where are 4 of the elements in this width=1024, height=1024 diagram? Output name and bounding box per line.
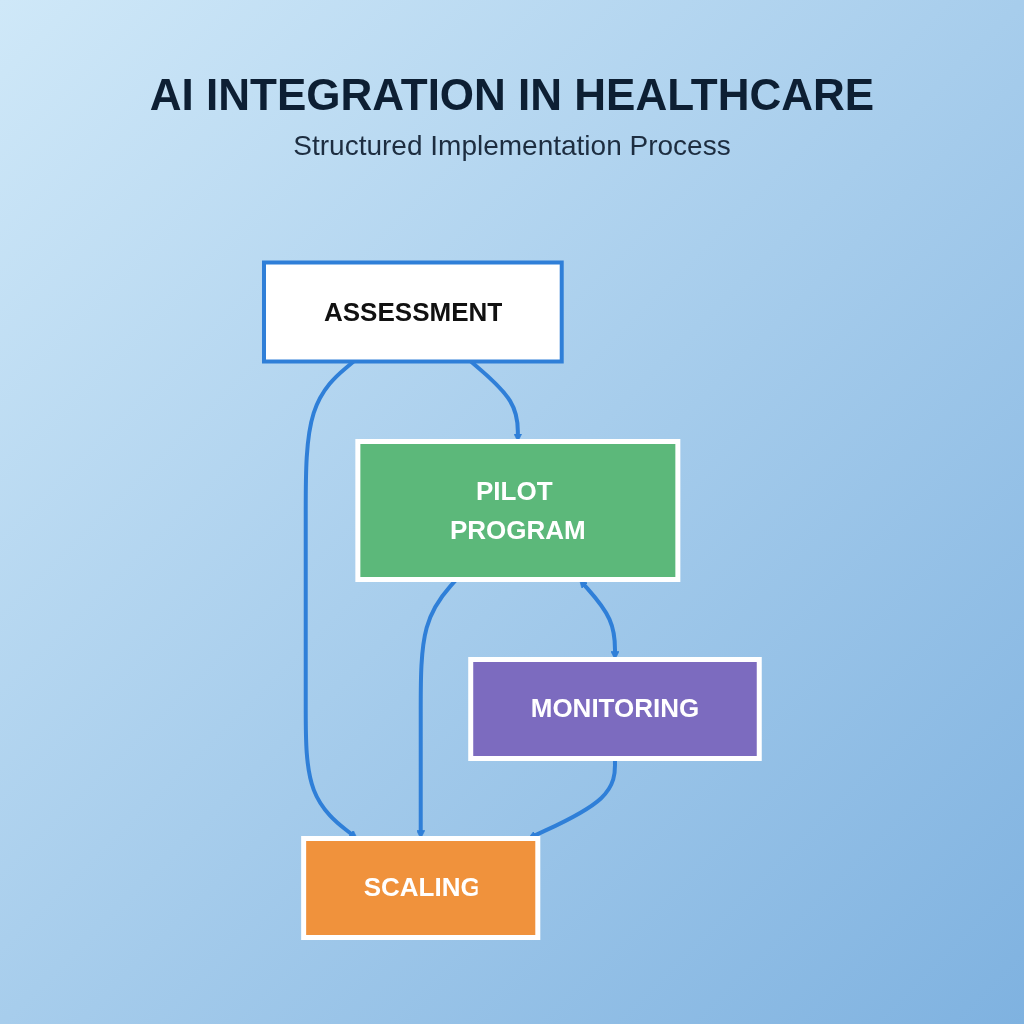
node-box: PILOT PROGRAM [355, 439, 681, 582]
title: AI INTEGRATION IN HEALTHCARE [149, 70, 875, 120]
subtitle: Structured Implementation Process [293, 130, 731, 162]
node-box: MONITORING [468, 657, 763, 761]
